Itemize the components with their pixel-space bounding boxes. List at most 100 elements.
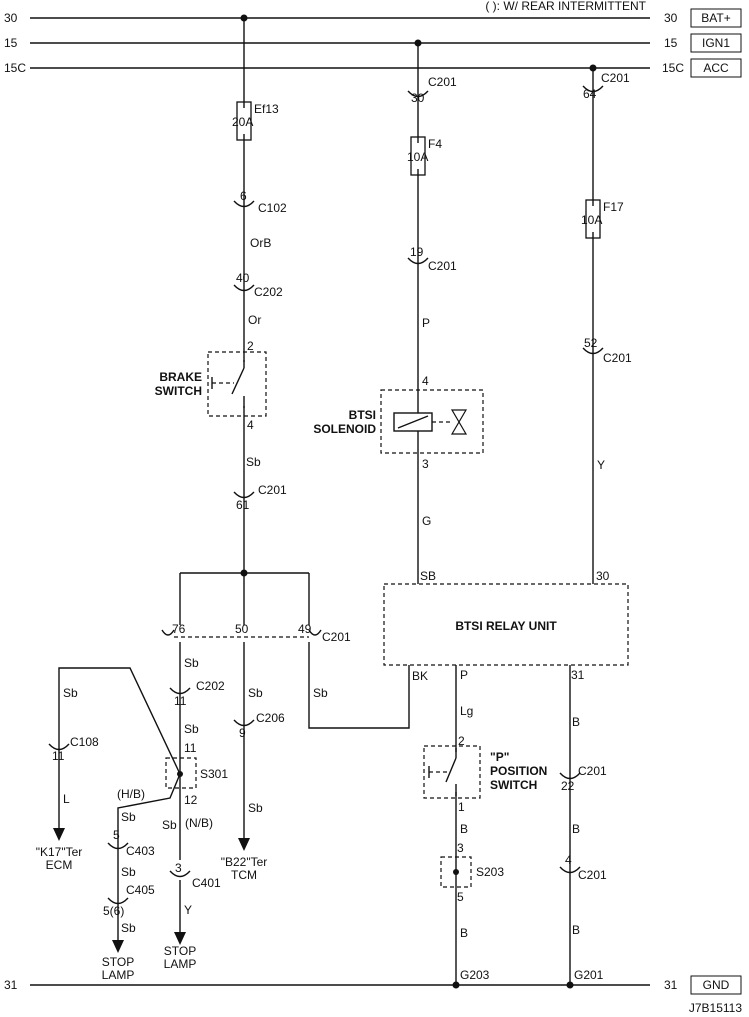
wire-p-label: P: [422, 316, 430, 330]
rail-15-left-label: 15: [4, 36, 18, 50]
wire-sb-label: Sb: [246, 455, 261, 469]
connector-c401-label: C401: [192, 876, 221, 890]
arrow-icon: [174, 932, 186, 945]
brake-signal-split: 76 50 49 C201: [161, 572, 351, 644]
pin-9: 9: [239, 726, 246, 740]
wire-sb-label: Sb: [313, 686, 328, 700]
terminal-stop-lamp-2-line2: LAMP: [164, 957, 197, 971]
ground-g201-label: G201: [574, 968, 604, 982]
connector-c201-label: C201: [603, 351, 632, 365]
fuse-ef13: Ef13 20A: [232, 101, 279, 141]
pin-11: 11: [52, 749, 65, 763]
p-switch-label-1: "P": [490, 750, 509, 764]
wire-sb-label: Sb: [184, 722, 199, 736]
rail-31-left-label: 31: [4, 978, 18, 992]
connector-c201-label: C201: [578, 868, 607, 882]
rail-30: 30 30 BAT+: [4, 8, 742, 28]
connector-c201-label: C201: [578, 764, 607, 778]
rail-15c-right-label: 15C: [662, 61, 684, 75]
pin-11: 11: [174, 694, 187, 708]
wire-g-label: G: [422, 514, 431, 528]
pin-22: 22: [561, 779, 575, 793]
pin-76: 76: [172, 622, 186, 636]
wire-sb-label: Sb: [121, 865, 136, 879]
connector-c108-label: C108: [70, 735, 99, 749]
connector-c201-label: C201: [428, 75, 457, 89]
solenoid-pin-4: 4: [422, 374, 429, 388]
rail-30-left-label: 30: [4, 11, 18, 25]
ground-g203-label: G203: [460, 968, 490, 982]
header-note: ( ): W/ REAR INTERMITTENT: [485, 0, 646, 13]
diagram-code: J7B15113: [689, 1001, 742, 1015]
wire-sb-label: Sb: [162, 818, 177, 832]
pin-30: 30: [596, 569, 610, 583]
pin-6: 6: [240, 189, 247, 203]
pin-64: 64: [583, 87, 597, 101]
pin-5-6: 5(6): [103, 904, 124, 918]
branch-stop-lamp-1: (H/B) Sb 5 C403 Sb C405 5(6) Sb STOP LAM…: [102, 773, 181, 982]
wire-nb-label: (N/B): [185, 816, 213, 830]
splice-s301-label: S301: [200, 767, 228, 781]
btsi-solenoid: 4 3 BTSI SOLENOID: [313, 374, 484, 471]
connector-c201-label: C201: [428, 259, 457, 273]
arrow-icon: [112, 940, 124, 953]
p-switch-label-3: SWITCH: [490, 778, 537, 792]
wire-y-label: Y: [597, 458, 605, 472]
column-acc-feed: C201 64 F17 10A 52 C201 Y 30: [581, 68, 632, 584]
brake-switch-label-2: SWITCH: [155, 384, 202, 398]
pin-61: 61: [236, 498, 250, 512]
btsi-relay-label: BTSI RELAY UNIT: [455, 619, 557, 633]
pin-3: 3: [457, 841, 464, 855]
pin-30: 30: [411, 91, 425, 105]
terminal-k17-line2: ECM: [46, 858, 73, 872]
wire-b-label: B: [460, 926, 468, 940]
solenoid-pin-3: 3: [422, 457, 429, 471]
brake-switch-pin-2: 2: [247, 339, 254, 353]
terminal-b22-line1: "B22"Ter: [221, 855, 268, 869]
terminal-stop-lamp-1-line1: STOP: [102, 955, 134, 969]
connector-c201-61: C201 61: [233, 483, 287, 512]
rail-30-right-label: 30: [664, 11, 678, 25]
connector-c102: 6 C102: [233, 189, 287, 215]
column-btsi-solenoid: C201 30 F4 10A 19 C201 P 4 3 BTSI SOLENO…: [313, 43, 484, 584]
connector-c201-label: C201: [322, 630, 351, 644]
rail-15-tag: IGN1: [702, 36, 730, 50]
branch-relay-ground: 31 B C201 22 B 4 C201 B G201: [559, 665, 607, 985]
brake-switch-pin-4: 4: [247, 418, 254, 432]
fuse-f4-rating: 10A: [407, 150, 428, 164]
branch-76: Sb C202 11 Sb 11 S301 12 Sb (N/B) 3 C401…: [162, 642, 228, 971]
rail-15c-left-label: 15C: [4, 61, 26, 75]
rail-15c: 15C 15C ACC: [4, 58, 742, 78]
wire-p-label: P: [460, 668, 468, 682]
fuse-ef13-name: Ef13: [254, 102, 279, 116]
branch-b22-tcm: Sb C206 9 Sb "B22"Ter TCM: [221, 642, 285, 882]
column-brake-circuit: Ef13 20A 6 C102 OrB 40 C202 Or 2 4: [155, 18, 287, 577]
wire-y-label: Y: [184, 903, 192, 917]
fuse-f17-name: F17: [603, 200, 624, 214]
pin-49: 49: [298, 622, 312, 636]
wire-sb-label: Sb: [121, 921, 136, 935]
pin-5: 5: [457, 890, 464, 904]
wire-bk-label: BK: [412, 669, 428, 683]
fuse-f4: F4 10A: [407, 136, 442, 176]
branch-to-relay-bk: Sb BK: [308, 642, 428, 729]
pin-12: 12: [184, 793, 198, 807]
p-switch-label-2: POSITION: [490, 764, 547, 778]
wire-or-label: Or: [248, 313, 261, 327]
pin-40: 40: [236, 271, 250, 285]
rail-31-gnd: 31 31 GND: [4, 975, 742, 995]
splice-s203-label: S203: [476, 865, 504, 879]
connector-c201-label: C201: [601, 71, 630, 85]
wire-sb-label: Sb: [184, 656, 199, 670]
wire-b-label: B: [572, 923, 580, 937]
wire-b-label: B: [460, 822, 468, 836]
wire-b-label: B: [572, 822, 580, 836]
pin-11: 11: [184, 741, 197, 755]
pin-3: 3: [175, 861, 182, 875]
connector-c202-label: C202: [254, 285, 283, 299]
wire-sb-upper-label: SB: [420, 569, 436, 583]
wire-sb-label: Sb: [63, 686, 78, 700]
pin-19: 19: [410, 245, 424, 259]
p-switch-pin-2: 2: [458, 734, 465, 748]
